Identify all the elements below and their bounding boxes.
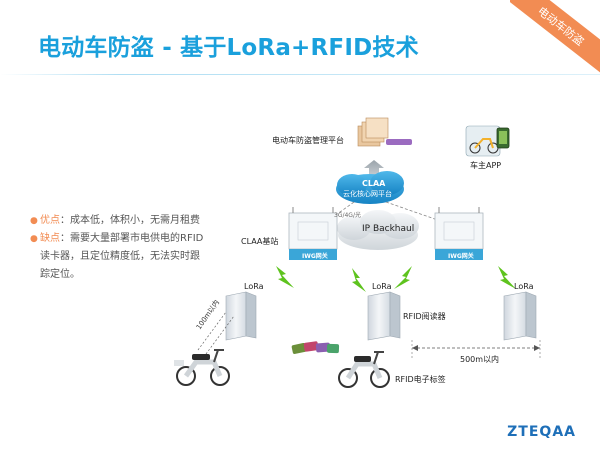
reader-label: RFID阅读器 xyxy=(403,312,446,321)
ip-backhaul-label: IP Backhaul xyxy=(362,224,415,234)
cons-line3: 踪定位。 xyxy=(40,269,80,280)
up-arrow-icon xyxy=(364,160,384,176)
lora-link-icon xyxy=(498,266,516,289)
lora-label-mid: LoRa xyxy=(372,282,392,291)
range-500m-label: 500m以内 xyxy=(460,355,500,364)
cons-item: ● 缺点：需要大量部署市电供电的RFID 读卡器，且定位精度低，无法实时跟 踪定… xyxy=(30,230,235,284)
lora-link-icon xyxy=(276,266,294,288)
scooter-left-icon xyxy=(174,349,230,386)
app-label: 车主APP xyxy=(470,161,502,170)
lora-label-left: LoRa xyxy=(244,282,264,291)
gateway-right xyxy=(434,207,484,260)
cloud-subtitle: 云化核心网平台 xyxy=(343,190,392,198)
cons-key: 缺点 xyxy=(40,233,60,244)
title-divider xyxy=(0,74,600,75)
cons-line1: ：需要大量部署市电供电的RFID xyxy=(60,233,204,244)
bullet-icon: ● xyxy=(30,216,38,226)
base-station-label: CLAA基站 xyxy=(241,237,279,246)
rfid-reader-mid xyxy=(367,291,401,341)
page-title: 电动车防盗 - 基于LoRa+RFID技术 xyxy=(38,35,419,61)
rfid-reader-right xyxy=(503,291,537,341)
tag-label: RFID电子标签 xyxy=(395,375,446,384)
owner-app-icon xyxy=(465,125,510,157)
brand-logo: ZTEQAA xyxy=(507,424,576,440)
scooter-right-icon xyxy=(338,351,390,388)
rfid-reader-left xyxy=(225,291,257,341)
lora-label-right: LoRa xyxy=(514,282,534,291)
ip-backhaul-cloud xyxy=(337,210,419,250)
gateway-left xyxy=(288,207,338,260)
rfid-tags-icon xyxy=(291,341,340,354)
backhaul-tag: 3G/4G/光 xyxy=(334,212,361,219)
claa-cloud xyxy=(336,171,404,204)
pros-key: 优点 xyxy=(40,215,60,226)
lora-link-icon xyxy=(394,266,412,289)
gateway-right-label: IWG网关 xyxy=(448,253,474,260)
range-500m-indicator xyxy=(411,340,541,358)
lora-link-icon xyxy=(352,268,366,292)
cloud-title: CLAA xyxy=(362,179,386,188)
bullet-icon: ● xyxy=(30,234,38,244)
pros-item: ● 优点：成本低，体积小，无需月租费 xyxy=(30,212,235,230)
platform-icon xyxy=(357,117,412,147)
pros-cons-list: ● 优点：成本低，体积小，无需月租费 ● 缺点：需要大量部署市电供电的RFID … xyxy=(30,212,235,284)
pros-text: ：成本低，体积小，无需月租费 xyxy=(60,215,200,226)
gateway-left-label: IWG网关 xyxy=(302,253,328,260)
platform-label: 电动车防盗管理平台 xyxy=(272,136,344,145)
cons-line2: 读卡器，且定位精度低，无法实时跟 xyxy=(40,251,200,262)
